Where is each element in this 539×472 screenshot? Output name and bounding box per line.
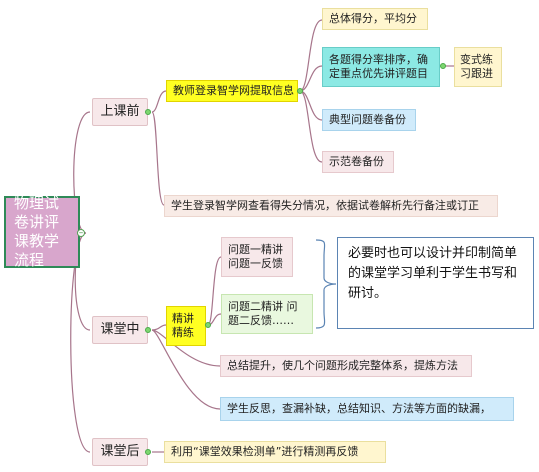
branch-before-class[interactable]: 上课前 [92, 98, 148, 126]
node-intensive-practice-dot[interactable] [205, 322, 211, 328]
node-teacher-extract-dot[interactable] [297, 88, 303, 94]
node-typical-paper[interactable]: 典型问题卷备份 [322, 109, 416, 131]
branch-in-class-label: 课堂中 [100, 322, 140, 337]
branch-in-class[interactable]: 课堂中 [92, 316, 148, 344]
node-problem-one-label: 问题一精讲 问题一反馈 [228, 243, 283, 270]
node-sample-paper[interactable]: 示范卷备份 [322, 151, 394, 173]
node-overall-score[interactable]: 总体得分，平均分 [322, 8, 428, 30]
branch-in-class-dot[interactable] [145, 327, 151, 333]
node-typical-paper-label: 典型问题卷备份 [329, 113, 406, 126]
node-effect-test-label: 利用“课堂效果检测单”进行精测再反馈 [171, 445, 359, 458]
node-sample-paper-label: 示范卷备份 [329, 155, 384, 168]
node-problem-two[interactable]: 问题二精讲 问题二反馈…… [221, 294, 313, 334]
node-problem-one[interactable]: 问题一精讲 问题一反馈 [221, 237, 293, 277]
node-effect-test[interactable]: 利用“课堂效果检测单”进行精测再反馈 [164, 441, 386, 463]
connector-teacher-c4 [299, 90, 323, 163]
branch-before-class-dot[interactable] [145, 109, 151, 115]
connector-before-student [151, 111, 165, 206]
note-bracket [315, 239, 337, 329]
node-teacher-extract-label: 教师登录智学网提取信息 [173, 84, 294, 97]
node-problem-two-label: 问题二精讲 问题二反馈…… [228, 300, 298, 327]
branch-after-class[interactable]: 课堂后 [92, 438, 148, 466]
node-overall-score-label: 总体得分，平均分 [329, 12, 417, 25]
connector-during-reflect [151, 329, 221, 410]
note-box: 必要时也可以设计并印制简单的课堂学习单利于学生书写和研讨。 [337, 237, 534, 329]
root-node[interactable]: 物理试卷讲评课教学流程 [4, 194, 80, 269]
connector-root-before [73, 111, 91, 234]
branch-before-class-label: 上课前 [100, 104, 140, 119]
root-collapse-toggle[interactable]: − [77, 229, 85, 237]
node-intensive-practice[interactable]: 精讲精练 [166, 306, 206, 346]
node-student-reflect[interactable]: 学生反思，查漏补缺，总结知识、方法等方面的缺漏， [220, 397, 514, 421]
node-intensive-practice-label: 精讲精练 [172, 312, 194, 339]
node-rank-priority[interactable]: 各题得分率排序，确定重点优先讲评题目 [322, 47, 440, 87]
node-rank-priority-label: 各题得分率排序，确定重点优先讲评题目 [329, 53, 428, 80]
root-label: 物理试卷讲评课教学流程 [14, 194, 60, 269]
node-summary-upgrade-label: 总结提升，使几个问题形成完整体系，提炼方法 [227, 359, 458, 372]
node-student-check[interactable]: 学生登录智学网查看得失分情况，依据试卷解析先行备注或订正 [164, 195, 498, 217]
node-student-reflect-label: 学生反思，查漏补缺，总结知识、方法等方面的缺漏， [227, 402, 491, 415]
node-teacher-extract[interactable]: 教师登录智学网提取信息 [166, 80, 298, 102]
node-variant-practice[interactable]: 变式练习跟进 [454, 47, 502, 87]
branch-after-class-label: 课堂后 [100, 444, 140, 459]
branch-after-class-dot[interactable] [145, 449, 151, 455]
node-student-check-label: 学生登录智学网查看得失分情况，依据试卷解析先行备注或订正 [171, 199, 479, 212]
note-text: 必要时也可以设计并印制简单的课堂学习单利于学生书写和研讨。 [348, 246, 518, 301]
node-variant-practice-label: 变式练习跟进 [460, 53, 493, 80]
connector-before-teacher [151, 90, 167, 113]
connector-during-practice [151, 324, 167, 331]
connector-during-summary [151, 329, 221, 367]
node-summary-upgrade[interactable]: 总结提升，使几个问题形成完整体系，提炼方法 [220, 355, 472, 377]
connector-teacher-c1 [299, 19, 323, 92]
node-rank-priority-dot[interactable] [440, 63, 446, 69]
